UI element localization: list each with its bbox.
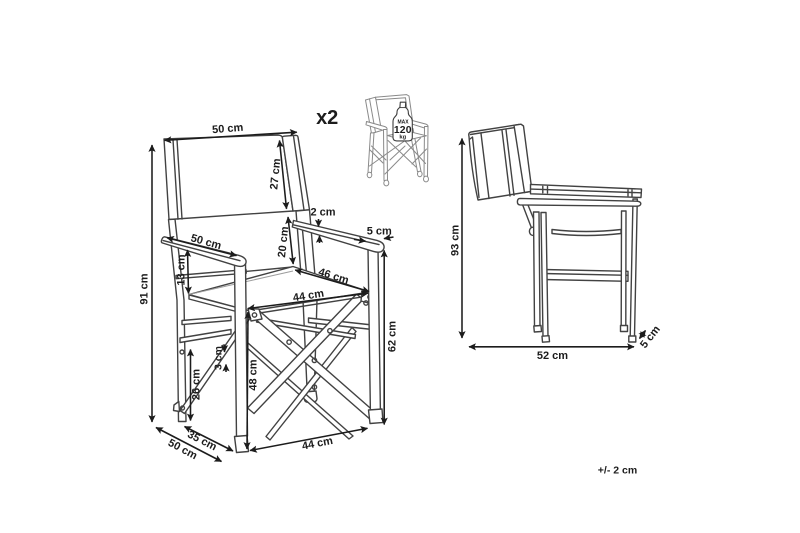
svg-text:120: 120: [394, 125, 412, 136]
svg-text:5 cm: 5 cm: [367, 226, 392, 238]
svg-text:48 cm: 48 cm: [248, 359, 260, 390]
svg-text:44 cm: 44 cm: [301, 435, 334, 453]
svg-text:62 cm: 62 cm: [387, 321, 399, 352]
svg-text:5 cm: 5 cm: [638, 323, 663, 350]
svg-text:93 cm: 93 cm: [450, 225, 462, 256]
svg-text:kg: kg: [399, 134, 406, 140]
svg-text:52 cm: 52 cm: [537, 350, 568, 362]
svg-text:26 cm: 26 cm: [191, 369, 203, 400]
svg-text:3 cm: 3 cm: [213, 346, 225, 370]
svg-text:x2: x2: [316, 107, 338, 129]
svg-text:2 cm: 2 cm: [310, 207, 335, 219]
svg-text:91 cm: 91 cm: [139, 273, 151, 304]
svg-text:44 cm: 44 cm: [292, 288, 325, 305]
svg-text:13 cm: 13 cm: [176, 254, 188, 285]
svg-text:MAX: MAX: [397, 119, 409, 125]
svg-text:27 cm: 27 cm: [268, 158, 283, 190]
svg-text:50 cm: 50 cm: [212, 122, 244, 136]
svg-text:+/- 2 cm: +/- 2 cm: [598, 464, 637, 476]
svg-text:20 cm: 20 cm: [276, 226, 291, 258]
